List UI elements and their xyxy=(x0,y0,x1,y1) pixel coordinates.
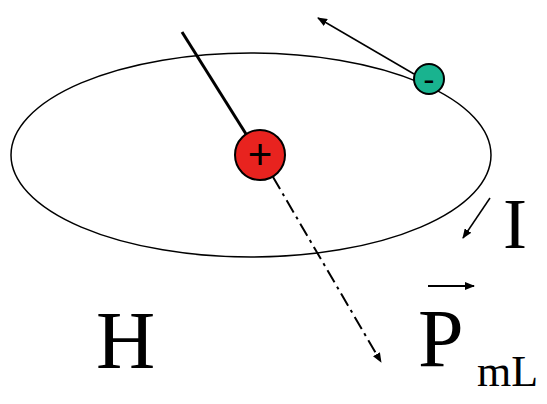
nucleus-circle: + xyxy=(233,128,287,182)
electron-circle: - xyxy=(412,62,446,96)
moment-symbol: P xyxy=(418,298,464,380)
current-label: I xyxy=(503,188,527,260)
axis-line xyxy=(182,32,246,134)
orbit-ellipse xyxy=(11,53,491,257)
charge-sign: - xyxy=(423,62,434,96)
moment-axis-arrow xyxy=(273,177,381,362)
current-arrow xyxy=(463,198,490,238)
charge-sign: + xyxy=(248,134,273,176)
atom-symbol: H xyxy=(96,300,155,382)
velocity-arrow xyxy=(318,18,414,74)
vector-arrow xyxy=(428,285,474,287)
moment-subscript: mL xyxy=(477,350,538,394)
